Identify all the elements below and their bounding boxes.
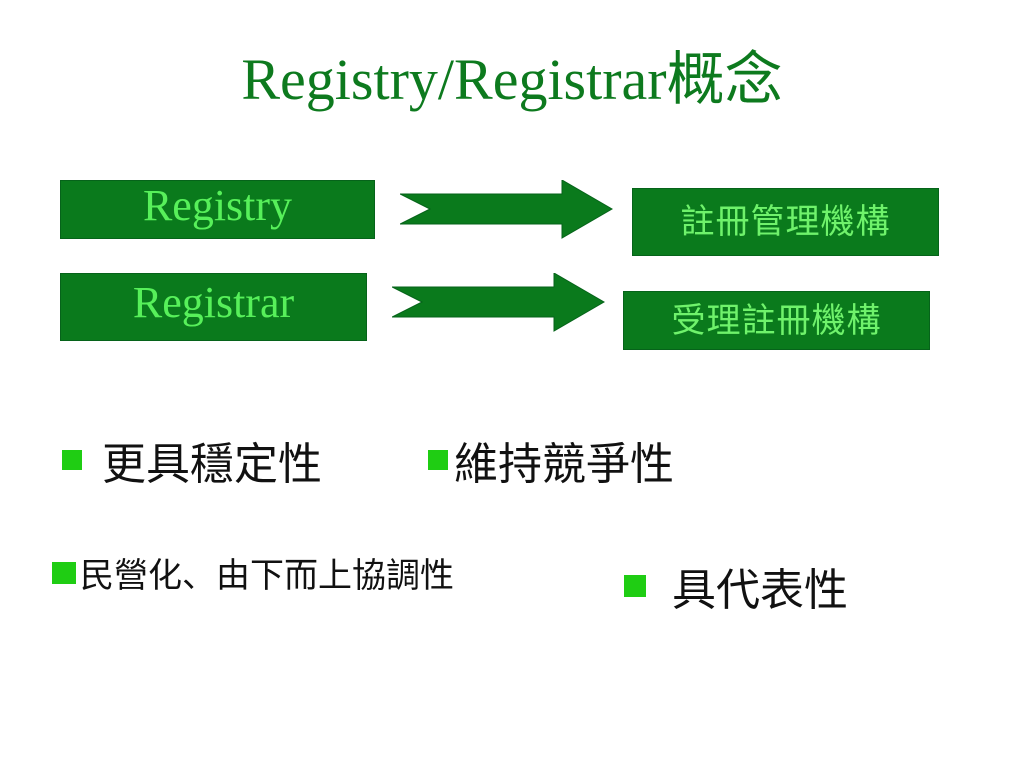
square-bullet-icon [52,561,76,584]
bullet-text: 維持競爭性 [454,439,674,490]
registry-label: Registry [142,180,293,230]
bullet-item-privatization: 民營化、由下而上協調性 [52,548,454,597]
bullet-item-stability: 更具穩定性 [62,428,322,492]
registrar-box: Registrar [60,273,367,341]
registry-meaning-box: 註冊管理機構 [632,188,939,256]
bullet-text: 更具穩定性 [102,439,322,490]
square-bullet-icon [62,450,82,470]
arrow-right-icon [400,180,613,239]
registry-meaning-label: 註冊管理機構 [680,202,891,242]
square-bullet-icon [428,450,448,470]
bullet-text: 民營化、由下而上協調性 [80,556,454,596]
slide-title: Registry/Registrar概念 [241,47,783,112]
registrar-meaning-label: 受理註冊機構 [671,300,882,341]
arrow-right-icon [392,273,605,332]
bullet-item-representation: 具代表性 [624,554,848,618]
registrar-label: Registrar [132,278,295,327]
bullet-text: 具代表性 [672,565,848,616]
square-bullet-icon [624,575,646,597]
registrar-meaning-box: 受理註冊機構 [623,291,930,350]
bullet-item-competition: 維持競爭性 [428,428,674,492]
registry-box: Registry [60,180,375,239]
